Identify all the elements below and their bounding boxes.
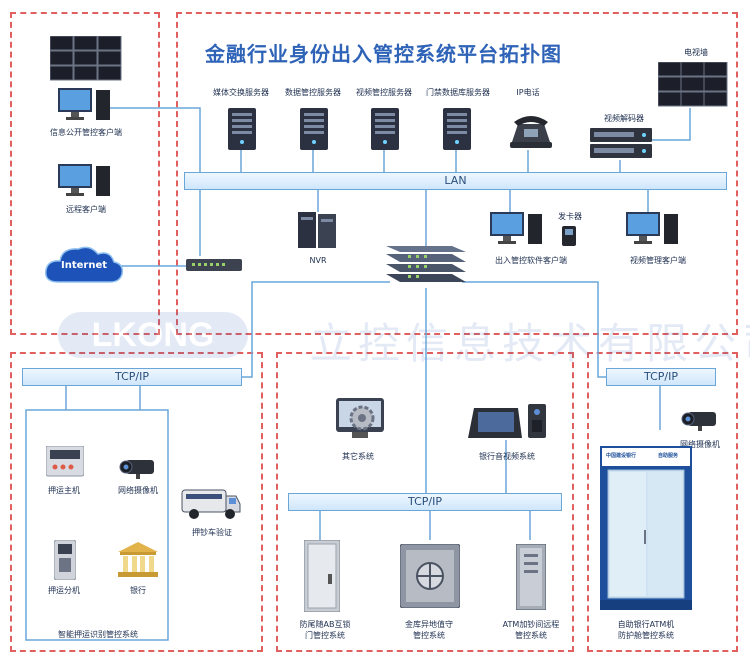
region-escort	[10, 352, 263, 652]
page-title: 金融行业身份出入管控系统平台拓扑图	[205, 42, 562, 66]
atm-system-label-line2: 防护舱管控系统	[618, 631, 674, 640]
tcpip-label-left: TCP/IP	[115, 370, 149, 383]
escort-camera-label: 网络摄像机	[118, 486, 158, 495]
armored-truck-icon	[180, 486, 242, 526]
bank-building-icon	[118, 542, 158, 582]
desktop-pc-icon	[58, 88, 112, 126]
escort-host-label: 押运主机	[48, 486, 80, 495]
escort-sub-unit-label: 押运分机	[48, 586, 80, 595]
av-system-label: 银行音视频系统	[479, 452, 535, 461]
nvr-icon	[298, 212, 338, 256]
server-icon	[443, 108, 471, 154]
lan-bar: LAN	[184, 172, 727, 190]
cash-room-label-line2: 管控系统	[515, 631, 547, 640]
desktop-pc-icon	[490, 212, 544, 250]
region-top-left	[10, 12, 160, 335]
region-atm	[587, 352, 738, 652]
tv-wall-icon	[657, 61, 728, 112]
tv-wall-label: 电视墙	[684, 48, 708, 57]
tcpip-label-center: TCP/IP	[408, 495, 442, 508]
tcpip-bar-right: TCP/IP	[606, 368, 716, 386]
vault-label-line2: 管控系统	[413, 631, 445, 640]
network-switch-icon	[386, 246, 466, 292]
router-icon	[186, 256, 242, 278]
card-reader-icon	[562, 226, 576, 250]
nvr-label: NVR	[309, 256, 327, 265]
ab-door-label-line1: 防尾随AB互锁	[299, 620, 351, 629]
cash-room-label-line1: ATM加钞间远程	[502, 620, 560, 629]
vault-label-line1: 金库异地值守	[405, 620, 453, 629]
escort-system-label: 智能押运识别管控系统	[58, 630, 138, 639]
access-client-label: 出入管控软件客户端	[495, 256, 567, 265]
camera-icon	[118, 458, 158, 484]
ab-door-icon	[303, 539, 341, 616]
video-decoder-label: 视频解码器	[604, 114, 644, 123]
server-label-data: 数据管控服务器	[285, 88, 341, 97]
region-top-main	[176, 12, 738, 335]
server-label-access-db: 门禁数据库服务器	[426, 88, 490, 97]
bank-label: 银行	[130, 586, 146, 595]
internet-label: Internet	[60, 260, 107, 271]
tcpip-bar-center: TCP/IP	[288, 493, 562, 511]
server-icon	[371, 108, 399, 154]
remote-client-label: 远程客户端	[66, 205, 106, 214]
atm-camera-label: 网络摄像机	[680, 440, 720, 449]
atm-booth-icon: 中国建设银行 自助服务	[600, 446, 692, 610]
escort-sub-unit-icon	[53, 539, 77, 584]
server-icon	[228, 108, 256, 154]
other-system-icon	[336, 398, 384, 446]
vault-door-icon	[399, 543, 461, 612]
video-client-label: 视频管理客户端	[630, 256, 686, 265]
watermark-logo: LKONG	[58, 312, 248, 358]
info-client-label: 信息公开管控客户端	[50, 128, 122, 137]
region-center	[276, 352, 574, 652]
server-label-video: 视频管控服务器	[356, 88, 412, 97]
server-label-ip-phone: IP电话	[516, 88, 540, 97]
desktop-pc-icon	[626, 212, 680, 250]
monitor-wall-icon	[49, 35, 122, 86]
video-intercom-icon	[466, 404, 548, 444]
atm-sign-right: 自助服务	[658, 453, 679, 459]
escort-host-icon	[45, 445, 85, 484]
card-issuer-label: 发卡器	[558, 212, 582, 221]
atm-sign-left: 中国建设银行	[606, 453, 637, 459]
cash-room-door-icon	[515, 543, 547, 614]
cloud-icon: Internet	[44, 244, 124, 292]
tcpip-label-right: TCP/IP	[644, 370, 678, 383]
camera-icon	[680, 410, 720, 436]
other-system-label: 其它系统	[342, 452, 374, 461]
tcpip-bar-left: TCP/IP	[22, 368, 242, 386]
watermark-company: 立控信息技术有限公司	[310, 319, 750, 368]
ip-phone-icon	[508, 114, 554, 154]
server-label-media: 媒体交换服务器	[213, 88, 269, 97]
desktop-pc-icon	[58, 164, 112, 202]
lan-label: LAN	[444, 174, 467, 187]
video-decoder-icon	[590, 128, 652, 164]
server-icon	[300, 108, 328, 154]
ab-door-label-line2: 门管控系统	[305, 631, 345, 640]
truck-label: 押钞车验证	[192, 528, 232, 537]
atm-system-label-line1: 自助银行ATM机	[617, 620, 675, 629]
